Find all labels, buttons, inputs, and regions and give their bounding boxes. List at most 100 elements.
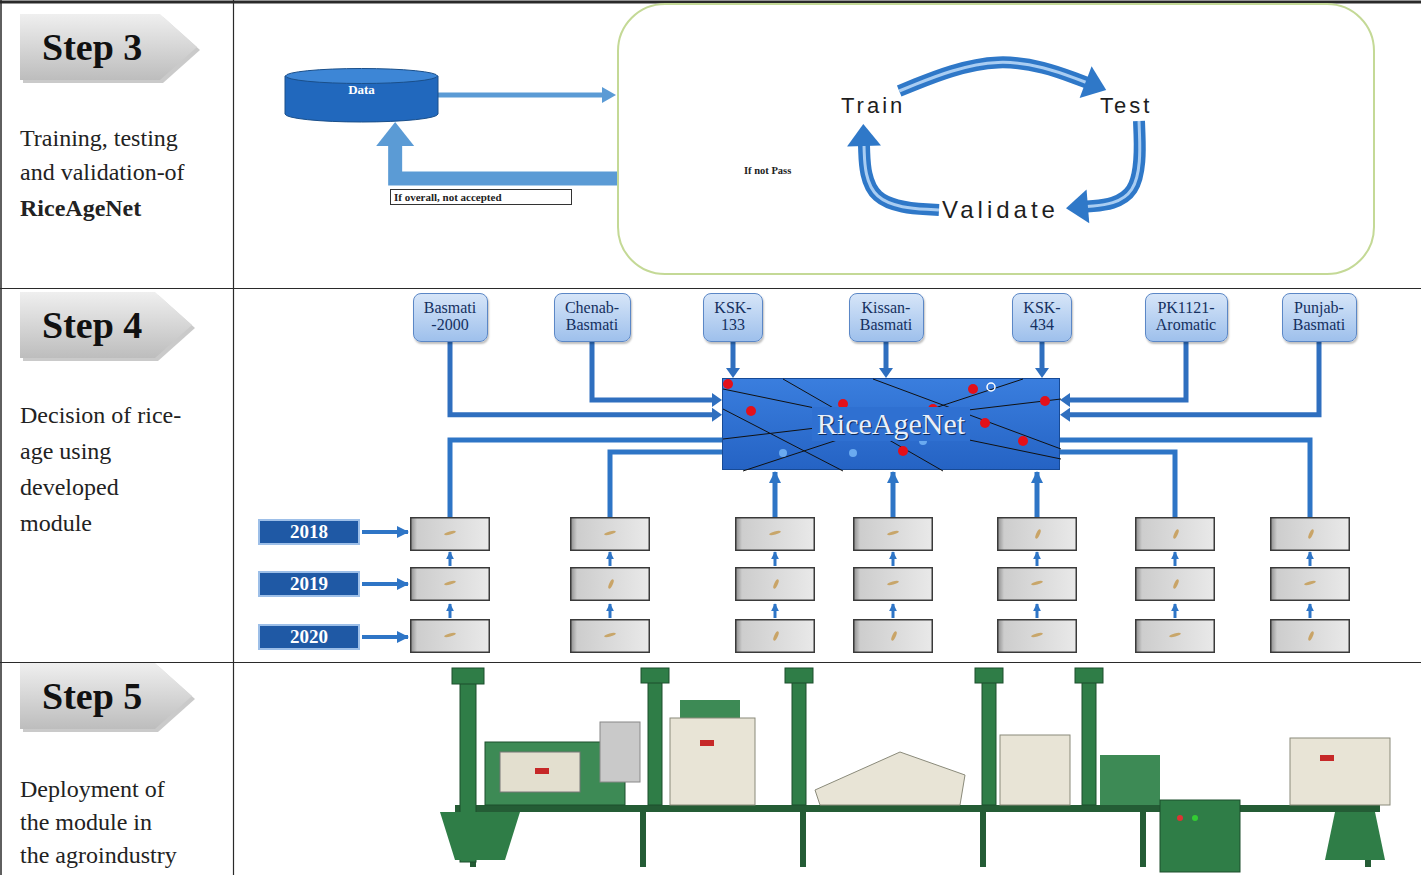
step-chevron: Step 3 <box>20 14 197 80</box>
network-line <box>723 389 1061 459</box>
connector-line <box>450 342 714 415</box>
grain-image <box>1271 620 1350 653</box>
connector <box>1060 342 1319 422</box>
chevron-fill <box>20 14 197 80</box>
chevron-fill <box>20 663 192 729</box>
node-text: 2019 <box>260 573 358 595</box>
node-text: Punjab- Basmati <box>1293 300 1345 334</box>
chevron-fill <box>20 292 192 358</box>
arrow-head <box>712 408 722 422</box>
node-text: 2020 <box>260 626 358 648</box>
grain-image <box>854 518 933 551</box>
grain-image <box>854 620 933 653</box>
data-cylinder: Data <box>285 68 438 122</box>
node-text: Basmati -2000 <box>424 300 476 334</box>
elevator-head <box>1075 668 1103 683</box>
table-border <box>0 288 1421 289</box>
grain-image <box>1136 620 1215 653</box>
connector <box>1066 121 1140 223</box>
step-description: Deployment of the module in the agroindu… <box>20 773 182 872</box>
grain-image <box>736 568 815 601</box>
row-arrow <box>892 552 895 566</box>
feed-line <box>891 472 896 517</box>
year-tag: 2020 <box>258 624 360 650</box>
network-line <box>743 379 1023 471</box>
year-tag: 2018 <box>258 519 360 545</box>
node-text: Kissan- Basmati <box>860 300 912 334</box>
connector-line <box>1040 342 1045 370</box>
grader-badge <box>1320 755 1334 761</box>
grain-image <box>998 518 1077 551</box>
connector <box>847 124 939 210</box>
node-text: Chenab- Basmati <box>565 300 619 334</box>
edge-label: If not Pass <box>742 165 793 176</box>
cycle-stage: Train <box>838 91 910 121</box>
step-description: Training, testing and validation-of <box>20 121 190 189</box>
year-arrow <box>362 635 408 639</box>
cycle-panel: TrainTestValidate <box>617 3 1375 275</box>
connector <box>1060 342 1186 407</box>
node-text: Step 4 <box>20 292 192 358</box>
connector-highlight <box>864 142 939 210</box>
arrow-head <box>376 122 414 146</box>
row-arrow <box>1174 552 1177 566</box>
row-arrow <box>609 604 612 618</box>
row-arrow <box>1309 552 1312 566</box>
row-arrow <box>774 552 777 566</box>
node-text: Step 3 <box>20 14 197 80</box>
feed-line <box>1060 452 1175 517</box>
elevator <box>1082 680 1096 805</box>
sample-images <box>411 518 1350 653</box>
cylinder-top <box>286 69 438 84</box>
connector <box>438 87 616 103</box>
table-border <box>0 662 1421 663</box>
arrow-head <box>726 368 740 378</box>
rice-mill-machine <box>440 668 1390 872</box>
cycle-stage: Validate <box>939 194 1063 226</box>
feed-line <box>773 472 778 517</box>
grain-image <box>411 620 490 653</box>
node-text: Train <box>841 93 905 119</box>
machine-leg <box>640 812 646 867</box>
separator <box>815 752 965 805</box>
arrow-head <box>879 368 893 378</box>
elevator-head <box>975 668 1003 683</box>
network-dot <box>980 418 990 428</box>
connector <box>376 122 617 178</box>
variety-box: Chenab- Basmati <box>554 293 631 342</box>
arrow-head <box>847 124 881 147</box>
elevator-head <box>641 668 669 683</box>
grain-image <box>1271 568 1350 601</box>
husker <box>670 718 755 805</box>
row-arrow <box>1309 604 1312 618</box>
connector-line <box>884 342 889 370</box>
elevator-head <box>785 668 813 683</box>
grain-image <box>736 620 815 653</box>
grain-image <box>571 620 650 653</box>
network-dot <box>898 446 908 456</box>
connector <box>1035 342 1049 378</box>
arrow-head <box>1066 189 1089 223</box>
whitener <box>1000 735 1070 805</box>
connector-line <box>1068 342 1319 415</box>
year-arrows <box>362 532 408 637</box>
elevator-head <box>452 668 484 684</box>
connector <box>879 342 893 378</box>
connector-line <box>864 142 939 210</box>
step-description: Decision of rice-age using developed mod… <box>20 397 190 541</box>
feed-line <box>1035 472 1040 517</box>
elevator <box>982 680 996 805</box>
connector <box>726 342 740 378</box>
network-ring <box>987 383 995 391</box>
row-arrow <box>774 604 777 618</box>
cleaner-panel <box>500 752 580 792</box>
grain-image <box>411 568 490 601</box>
grain-image <box>854 568 933 601</box>
network-dot <box>779 449 787 457</box>
elevator <box>792 680 806 805</box>
connector-line <box>438 93 605 98</box>
variety-box: KSK- 133 <box>703 293 763 342</box>
